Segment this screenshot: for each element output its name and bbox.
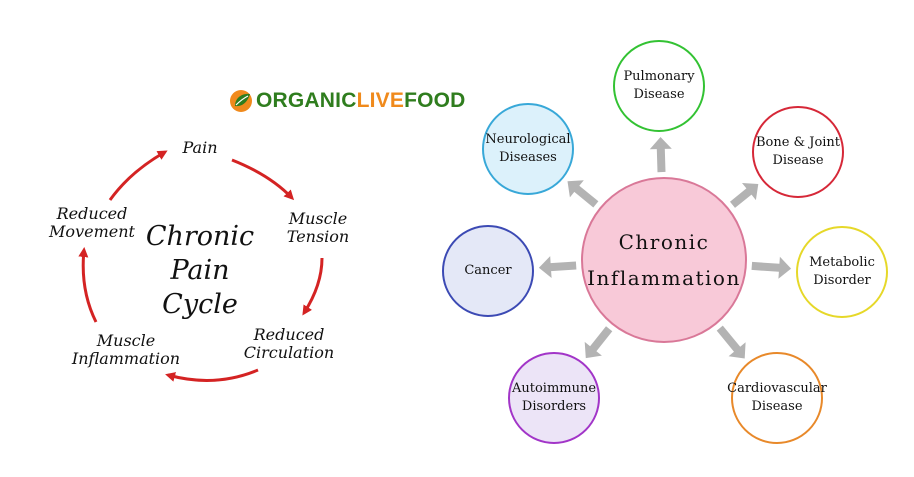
chronic-inflammation-hub-circle: [581, 177, 747, 343]
cycle-arrow-2: [302, 257, 324, 316]
pain-cycle-title: Chronic Pain Cycle: [145, 221, 255, 320]
disease-label: Autoimmune Disorders: [511, 381, 597, 414]
cycle-stage-label: Pain: [182, 138, 218, 157]
disease-label: Bone & Joint Disease: [755, 135, 841, 168]
inflammation-arrow-7: [567, 180, 599, 208]
disease-circle: [613, 40, 705, 132]
cycle-stage-label: Reduced Circulation: [243, 325, 335, 362]
cycle-arrow-1: [231, 158, 295, 201]
disease-circle: [508, 352, 600, 444]
cycle-stage-label: Reduced Movement: [49, 204, 135, 241]
disease-label: Cardiovascular Disease: [727, 381, 827, 414]
organic-live-food-logo: ORGANIC LIVE FOOD: [228, 84, 478, 118]
cycle-arrow-5: [108, 150, 168, 201]
disease-label: Metabolic Disorder: [809, 255, 875, 288]
disease-label: Cancer: [464, 263, 512, 278]
logo-word-food: FOOD: [404, 89, 466, 112]
disease-circle: [482, 103, 574, 195]
disease-circle: [731, 352, 823, 444]
leaf-logo-icon: [230, 90, 252, 112]
logo-word-organic: ORGANIC: [256, 89, 357, 112]
disease-label: Pulmonary Disease: [623, 69, 695, 102]
inflammation-arrow-2: [730, 183, 759, 208]
inflammation-arrow-4: [716, 325, 746, 359]
inflammation-arrow-3: [751, 256, 792, 279]
inflammation-arrow-6: [538, 256, 577, 278]
disease-circle: [796, 226, 888, 318]
cycle-arrow-4: [78, 247, 98, 323]
disease-circle: [752, 106, 844, 198]
logo-word-live: LIVE: [356, 89, 405, 112]
cycle-stage-label: Muscle Inflammation: [71, 331, 181, 368]
disease-circle: [442, 225, 534, 317]
cycle-stage-label: Muscle Tension: [286, 209, 350, 246]
inflammation-arrow-1: [649, 137, 672, 173]
disease-label: Neurological Diseases: [485, 132, 571, 165]
inflammation-arrow-5: [584, 326, 613, 359]
chronic-inflammation-label: Chronic Inflammation: [587, 230, 741, 290]
cycle-arrow-3: [165, 368, 259, 382]
